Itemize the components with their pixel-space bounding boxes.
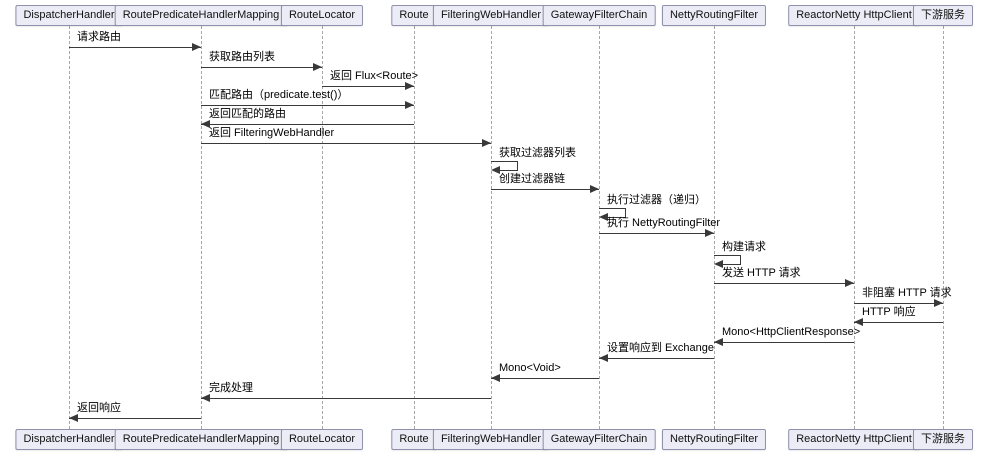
arrowhead-icon: [201, 394, 210, 402]
arrowhead-icon: [69, 414, 78, 422]
participant-box-bottom-5: GatewayFilterChain: [542, 429, 656, 450]
lifeline-6: [714, 26, 715, 429]
message-17-label: 完成处理: [209, 382, 253, 394]
message-10-self-loop: [714, 255, 741, 265]
participant-box-bottom-2: RouteLocator: [280, 429, 364, 450]
arrowhead-icon: [599, 213, 608, 221]
message-8-self-loop-return: [607, 217, 625, 218]
message-1-line: [201, 67, 322, 68]
participant-box-bottom-3: Route: [391, 429, 437, 450]
arrowhead-icon: [201, 120, 210, 128]
participant-box-top-3: Route: [391, 5, 437, 26]
lifeline-8: [943, 26, 944, 429]
message-9-line: [599, 233, 714, 234]
arrowhead-icon: [405, 101, 414, 109]
message-8-label: 执行过滤器（递归）: [607, 194, 706, 206]
message-0-line: [69, 47, 201, 48]
lifeline-4: [491, 26, 492, 429]
message-15-label: 设置响应到 Exchange: [607, 342, 714, 354]
message-4-label: 返回匹配的路由: [209, 108, 286, 120]
message-7-line: [491, 189, 599, 190]
message-15-line: [599, 358, 714, 359]
lifeline-0: [69, 26, 70, 429]
message-5-label: 返回 FilteringWebHandler: [209, 127, 335, 139]
message-10-self-loop-return: [722, 264, 740, 265]
message-1-label: 获取路由列表: [209, 51, 275, 63]
message-16-line: [491, 378, 599, 379]
message-0-label: 请求路由: [77, 31, 121, 43]
lifeline-7: [854, 26, 855, 429]
message-17-line: [201, 398, 491, 399]
participant-box-top-8: 下游服务: [913, 5, 973, 26]
message-5-line: [201, 143, 491, 144]
lifeline-1: [201, 26, 202, 429]
message-11-label: 发送 HTTP 请求: [722, 267, 801, 279]
message-4-line: [201, 124, 414, 125]
arrowhead-icon: [192, 43, 201, 51]
message-2-line: [322, 86, 414, 87]
participant-box-top-6: NettyRoutingFilter: [661, 5, 767, 26]
arrowhead-icon: [599, 354, 608, 362]
participant-box-bottom-4: FilteringWebHandler: [432, 429, 550, 450]
message-18-label: 返回响应: [77, 402, 121, 414]
participant-box-top-7: ReactorNetty HttpClient: [788, 5, 920, 26]
arrowhead-icon: [313, 63, 322, 71]
lifeline-5: [599, 26, 600, 429]
message-3-line: [201, 105, 414, 106]
message-10-label: 构建请求: [722, 241, 766, 253]
message-11-line: [714, 283, 854, 284]
participant-box-top-4: FilteringWebHandler: [432, 5, 550, 26]
arrowhead-icon: [482, 139, 491, 147]
participant-box-top-0: DispatcherHandler: [15, 5, 123, 26]
participant-box-bottom-1: RoutePredicateHandlerMapping: [114, 429, 288, 450]
participant-box-top-2: RouteLocator: [280, 5, 364, 26]
arrowhead-icon: [491, 166, 500, 174]
message-3-label: 匹配路由（predicate.test()）: [209, 89, 349, 101]
message-14-line: [714, 342, 854, 343]
message-2-label: 返回 Flux<Route>: [330, 70, 419, 82]
message-6-self-loop-return: [499, 170, 517, 171]
participant-box-bottom-6: NettyRoutingFilter: [661, 429, 767, 450]
message-14-label: Mono<HttpClientResponse>: [722, 326, 861, 338]
message-6-self-loop: [491, 161, 518, 171]
lifeline-3: [414, 26, 415, 429]
lifeline-2: [322, 26, 323, 429]
arrowhead-icon: [845, 279, 854, 287]
participant-box-bottom-0: DispatcherHandler: [15, 429, 123, 450]
participant-box-bottom-8: 下游服务: [913, 429, 973, 450]
message-9-label: 执行 NettyRoutingFilter: [607, 217, 721, 229]
arrowhead-icon: [714, 260, 723, 268]
message-16-label: Mono<Void>: [499, 362, 561, 374]
message-13-label: HTTP 响应: [862, 306, 916, 318]
arrowhead-icon: [705, 229, 714, 237]
arrowhead-icon: [590, 185, 599, 193]
message-12-label: 非阻塞 HTTP 请求: [862, 287, 952, 299]
message-13-line: [854, 322, 943, 323]
message-6-label: 获取过滤器列表: [499, 147, 576, 159]
arrowhead-icon: [854, 318, 863, 326]
message-7-label: 创建过滤器链: [499, 173, 565, 185]
message-12-line: [854, 303, 943, 304]
participant-box-top-1: RoutePredicateHandlerMapping: [114, 5, 288, 26]
arrowhead-icon: [714, 338, 723, 346]
message-8-self-loop: [599, 208, 626, 218]
arrowhead-icon: [405, 82, 414, 90]
arrowhead-icon: [491, 374, 500, 382]
participant-box-bottom-7: ReactorNetty HttpClient: [788, 429, 920, 450]
arrowhead-icon: [934, 299, 943, 307]
message-18-line: [69, 418, 201, 419]
participant-box-top-5: GatewayFilterChain: [542, 5, 656, 26]
